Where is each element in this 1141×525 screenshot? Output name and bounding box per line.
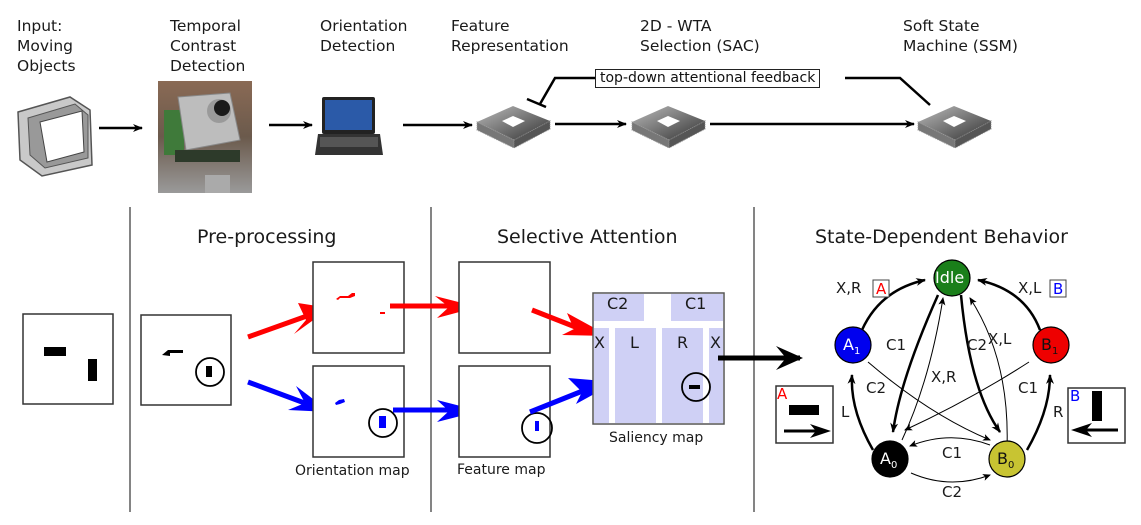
edge-a1-idle [860,278,926,331]
feedback-label: top-down attentional feedback [595,69,821,88]
orientation-map-vertical [312,365,405,458]
legend-box-a [775,385,834,444]
feedback-line-left [538,76,595,105]
crt-monitor-icon [17,96,93,177]
edge-b1-a0 [904,361,1030,431]
edge-b0-idle [969,297,1008,449]
red-arrowhead-2 [435,296,478,318]
caption-feature-map: Feature map [457,462,546,478]
edge-b1-idle [977,277,1042,331]
stage-label-input: Input: Moving Objects [17,17,76,75]
chip-icon-ssm [917,106,992,149]
legend-label-b: B [1070,387,1081,405]
state-label-a0: A0 [880,449,898,472]
edge-label-b1-idle: X,L [1018,279,1042,297]
saliency-label-r: R [677,333,689,352]
edge-label-a0-b0: C2 [942,483,963,501]
arrowhead-saliency-to-ssm [776,346,803,370]
feedback-line-right [845,76,931,106]
legend-label-a: A [777,385,788,403]
stage-label-orientation: Orientation Detection [320,17,408,55]
saliency-label-x-right: X [710,333,721,352]
edge-label-b0-a0: C1 [942,444,963,462]
output-tag-a: A [876,280,887,298]
state-b1 [1032,326,1070,364]
feedback-inhibit-bar [526,97,547,109]
edge-label-b0-idle: X,L [988,330,1012,348]
stage-label-tcd: Temporal Contrast Detection [170,17,246,75]
chip-icon-wta [631,106,706,149]
state-idle [933,259,971,297]
stage-label-feature: Feature Representation [451,17,569,55]
state-label-b1: B1 [1041,335,1059,358]
output-tag-b: B [1053,280,1064,298]
state-label-b0: B0 [997,449,1015,472]
input-frame [22,313,114,405]
edge-idle-a0 [890,294,940,433]
edge-label-a0-a1: L [841,403,850,421]
legend-box-b [1067,387,1126,444]
feature-map-horizontal [458,261,551,354]
saliency-label-x-left: X [594,333,605,352]
edge-label-idle-b0: C2 [967,336,988,354]
saliency-label-l: L [630,333,639,352]
blue-arrow-feature-saliency [529,387,586,415]
saliency-label-c1: C1 [685,294,707,313]
caption-saliency-map: Saliency map [609,430,704,446]
caption-orientation-map: Orientation map [295,463,410,479]
output-tag-b-box [1049,279,1067,298]
edge-label-a0-idle: X,R [931,368,957,386]
tcd-frame [140,314,232,406]
state-label-idle: Idle [935,268,965,287]
edge-label-b1-a0: C1 [1018,379,1039,397]
edge-label-a1-b0: C2 [866,379,887,397]
edge-label-b0-b1: R [1053,403,1064,421]
orientation-map-horizontal [312,261,405,354]
edge-label-a1-idle: X,R [836,279,862,297]
dvs-camera-photo [158,81,252,193]
laptop-icon [315,97,383,155]
state-a1 [834,326,872,364]
edge-b0-a0 [909,437,991,447]
saliency-map [592,292,725,425]
edge-label-idle-a0: C1 [886,336,907,354]
section-title-state-behavior: State-Dependent Behavior [815,226,1068,248]
edge-a1-b0 [867,361,991,441]
section-title-preprocessing: Pre-processing [197,226,337,248]
edge-a0-a1 [847,374,875,451]
saliency-label-c2: C2 [607,294,629,313]
feature-map-vertical [458,365,553,458]
edge-idle-b0 [959,294,1002,433]
stage-label-wta: 2D - WTA Selection (SAC) [640,17,760,55]
edge-a0-b0 [910,472,991,483]
section-title-selective-attention: Selective Attention [497,226,678,248]
chip-icon-feature [476,106,551,149]
output-tag-a-box [872,279,890,298]
state-label-a1: A1 [843,335,861,358]
stage-label-ssm: Soft State Machine (SSM) [903,17,1018,55]
state-a0 [871,440,909,478]
state-b0 [988,440,1026,478]
edge-b0-b1 [1025,374,1054,451]
